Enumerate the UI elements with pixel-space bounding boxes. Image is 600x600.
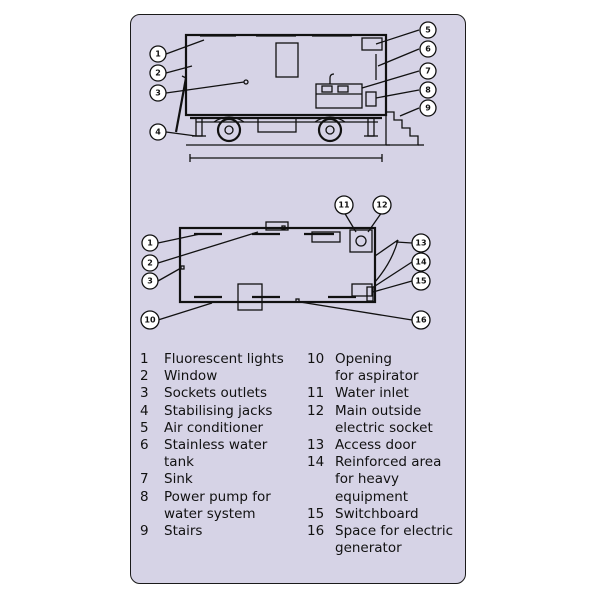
- trailer-body-side: [184, 33, 388, 117]
- plan-leaders: [157, 211, 413, 321]
- wheel: [317, 117, 343, 143]
- reinforced-area: [351, 283, 373, 297]
- drawbar: [174, 77, 188, 133]
- plan-callouts: 1 2 3 10 11 12 13 14 15 16: [140, 195, 431, 330]
- socket-outlet: [180, 265, 185, 270]
- window: [275, 42, 299, 78]
- svg-text:8: 8: [425, 86, 431, 95]
- svg-text:1: 1: [147, 239, 153, 248]
- air-conditioner: [361, 37, 383, 51]
- callout-5-side: 5: [419, 21, 437, 39]
- callout-8-side: 8: [419, 81, 437, 99]
- callout-3-plan: 3: [141, 272, 159, 290]
- svg-text:7: 7: [425, 67, 431, 76]
- callout-11-plan: 11: [334, 195, 354, 215]
- callout-4-side: 4: [149, 123, 167, 141]
- callout-12-plan: 12: [372, 195, 392, 215]
- socket-outlet: [243, 79, 249, 85]
- sink-cabinet: [315, 83, 363, 109]
- switchboard: [366, 286, 374, 302]
- side-elevation: [174, 33, 424, 162]
- callout-3-side: 3: [149, 84, 167, 102]
- callout-13-plan: 13: [411, 233, 431, 253]
- callout-1-side: 1: [149, 45, 167, 63]
- underbody-box: [257, 117, 297, 133]
- worktop: [311, 231, 341, 243]
- svg-text:2: 2: [147, 259, 153, 268]
- svg-text:10: 10: [144, 316, 156, 325]
- trailer-body-plan: [178, 226, 377, 304]
- callout-2-side: 2: [149, 64, 167, 82]
- callout-15-plan: 15: [411, 271, 431, 291]
- stairs: [385, 111, 419, 146]
- access-door: [374, 239, 399, 257]
- callout-6-side: 6: [419, 40, 437, 58]
- callout-7-side: 7: [419, 62, 437, 80]
- callout-1-plan: 1: [141, 234, 159, 252]
- window-plan: [265, 221, 289, 231]
- callout-9-side: 9: [419, 99, 437, 117]
- svg-text:9: 9: [425, 104, 431, 113]
- svg-text:1: 1: [155, 50, 161, 59]
- callout-2-plan: 2: [141, 254, 159, 272]
- callout-10-plan: 10: [140, 310, 160, 330]
- callout-16-plan: 16: [411, 310, 431, 330]
- svg-text:6: 6: [425, 45, 431, 54]
- side-callouts: 1 2 3 4 5 6 7 8 9: [149, 21, 437, 141]
- stabilising-jack: [367, 117, 375, 137]
- svg-text:12: 12: [376, 201, 387, 210]
- svg-text:16: 16: [415, 316, 427, 325]
- callout-14-plan: 14: [411, 252, 431, 272]
- side-leaders: [165, 29, 420, 137]
- water-tank-plan: [349, 229, 373, 253]
- floor-plan: [178, 221, 399, 311]
- svg-text:13: 13: [415, 239, 426, 248]
- generator-space: [237, 283, 263, 311]
- svg-text:11: 11: [338, 201, 350, 210]
- svg-text:3: 3: [155, 89, 161, 98]
- power-pump: [365, 91, 377, 107]
- svg-text:5: 5: [425, 26, 431, 35]
- svg-text:2: 2: [155, 69, 161, 78]
- stabilising-jack: [195, 117, 203, 137]
- svg-text:15: 15: [415, 277, 427, 286]
- svg-text:3: 3: [147, 277, 153, 286]
- svg-text:14: 14: [415, 258, 427, 267]
- svg-text:4: 4: [155, 128, 161, 137]
- tap: [329, 73, 335, 84]
- wheel: [216, 117, 242, 143]
